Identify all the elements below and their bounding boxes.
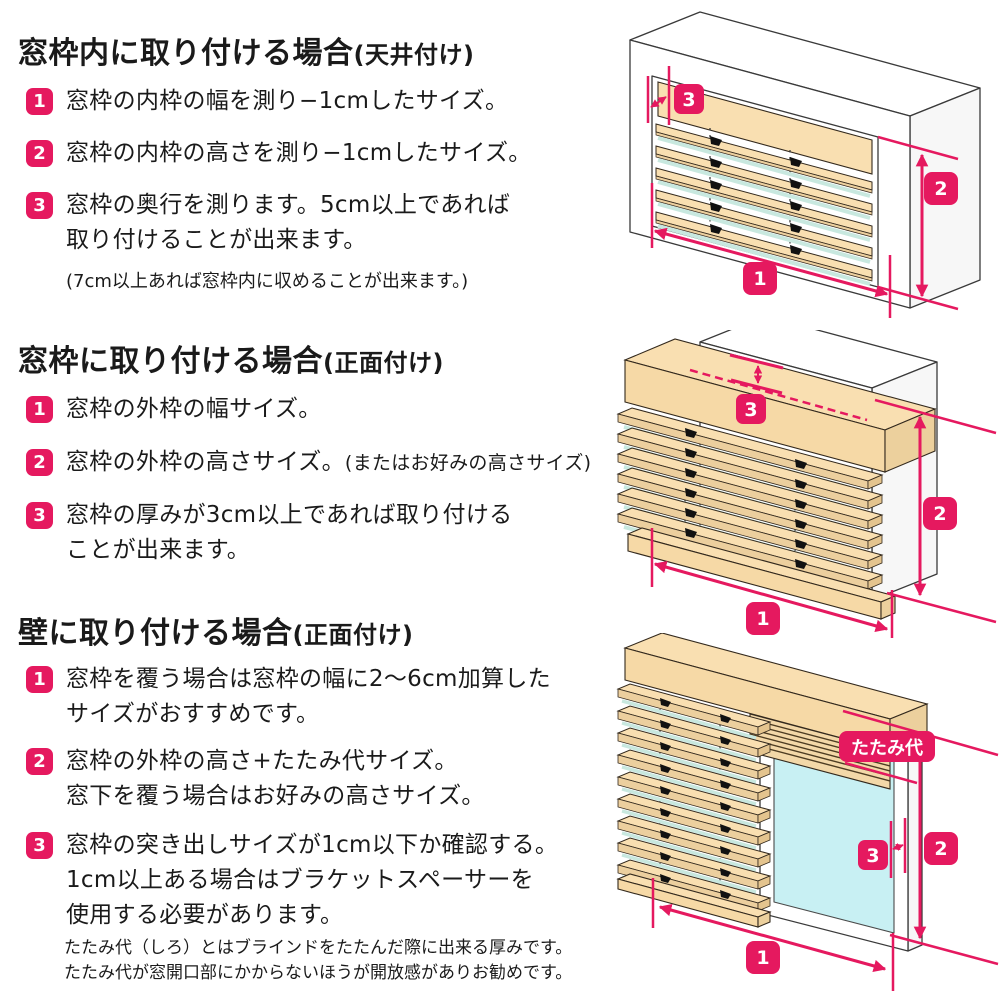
step-number-badge: 3 xyxy=(26,192,53,219)
width-label: 1 xyxy=(756,947,769,969)
step-text: 窓枠の外枠の幅サイズ。 xyxy=(66,396,322,422)
list-item: 1 窓枠を覆う場合は窓枠の幅に2〜6cm加算した サイズがおすすめです。 xyxy=(26,662,551,732)
diagram-wall-mount: たたみ代 3 2 1 xyxy=(616,633,999,991)
list-item: 3 窓枠の突き出しサイズが1cm以下か確認する。 1cm以上ある場合はブラケット… xyxy=(26,828,558,933)
measurement-marks xyxy=(650,353,997,638)
list-item: 2 窓枠の外枠の高さサイズ。(またはお好みの高さサイズ) xyxy=(26,445,591,481)
thickness-label: 3 xyxy=(744,399,757,421)
step-text: サイズがおすすめです。 xyxy=(66,701,320,727)
section-title-inside-mount: 窓枠内に取り付ける場合(天井付け) xyxy=(18,28,474,72)
step-text: 窓下を覆う場合はお好みの高さサイズ。 xyxy=(66,783,485,809)
list-item: 3 窓枠の奥行を測ります。5cm以上であれば 取り付けることが出来ます。 (7c… xyxy=(26,188,510,299)
step-number-badge: 2 xyxy=(26,449,53,476)
height-label: 2 xyxy=(934,178,947,200)
step-number-badge: 1 xyxy=(26,88,53,115)
step-text: 取り付けることが出来ます。 xyxy=(66,227,367,253)
depth-label: 3 xyxy=(682,89,695,111)
list-item: 1 窓枠の外枠の幅サイズ。 xyxy=(26,392,322,427)
section-title-paren: (正面付け) xyxy=(292,621,414,649)
footnote-line: たたみ代が窓開口部にかからないほうが開放感がありお勧めです。 xyxy=(64,963,573,983)
section-title-text: 窓枠に取り付ける場合 xyxy=(18,344,323,379)
section-title-text: 壁に取り付ける場合 xyxy=(18,616,293,651)
tatami-stack-label: たたみ代 xyxy=(851,738,923,759)
diagram-inside-mount: 3 1 2 xyxy=(629,11,981,318)
step-text: 窓枠の内枠の高さを測り−1cmしたサイズ。 xyxy=(66,140,532,166)
step-number-badge: 1 xyxy=(26,666,53,693)
height-label: 2 xyxy=(934,838,947,860)
step-number-badge: 3 xyxy=(26,502,53,529)
section-title-frame-mount: 窓枠に取り付ける場合(正面付け) xyxy=(18,336,444,380)
step-text: 窓枠の内枠の幅を測り−1cmしたサイズ。 xyxy=(66,88,509,114)
tatami-footnote: たたみ代（しろ）とはブラインドをたたんだ際に出来る厚みです。 たたみ代が窓開口部… xyxy=(64,936,572,986)
list-item: 3 窓枠の厚みが3cm以上であれば取り付ける ことが出来ます。 xyxy=(26,498,512,568)
section-title-wall-mount: 壁に取り付ける場合(正面付け) xyxy=(18,608,413,652)
step-note: (7cm以上あれば窓枠内に収めることが出来ます。) xyxy=(66,271,469,292)
step-text: 窓枠の厚みが3cm以上であれば取り付ける xyxy=(66,502,513,528)
section-title-paren: (天井付け) xyxy=(353,41,475,69)
step-number-badge: 3 xyxy=(26,832,53,859)
list-item: 1 窓枠の内枠の幅を測り−1cmしたサイズ。 xyxy=(26,84,508,119)
section-title-paren: (正面付け) xyxy=(323,349,444,377)
measurement-badges: 3 1 2 xyxy=(674,84,958,295)
step-text: 1cm以上ある場合はブラケットスペーサーを xyxy=(66,867,534,893)
step-text: 窓枠の突き出しサイズが1cm以下か確認する。 xyxy=(66,832,559,858)
step-inline-note: (またはお好みの高さサイズ) xyxy=(344,452,592,474)
list-item: 2 窓枠の外枠の高さ+たたみ代サイズ。 窓下を覆う場合はお好みの高さサイズ。 xyxy=(26,744,485,814)
step-number-badge: 2 xyxy=(26,140,53,167)
section-title-text: 窓枠内に取り付ける場合 xyxy=(18,36,354,71)
step-text: 窓枠の外枠の高さサイズ。(またはお好みの高さサイズ) xyxy=(66,449,592,475)
measurement-badges: たたみ代 3 2 1 xyxy=(746,731,958,974)
step-number-badge: 2 xyxy=(26,748,53,775)
step-text: 窓枠の外枠の高さ+たたみ代サイズ。 xyxy=(66,748,458,774)
step-text: 窓枠を覆う場合は窓枠の幅に2〜6cm加算した xyxy=(66,666,551,692)
step-text: ことが出来ます。 xyxy=(66,537,251,563)
width-label: 1 xyxy=(756,608,769,630)
height-label: 2 xyxy=(933,503,946,525)
list-item: 2 窓枠の内枠の高さを測り−1cmしたサイズ。 xyxy=(26,136,532,171)
step-number-badge: 1 xyxy=(26,396,53,423)
footnote-line: たたみ代（しろ）とはブラインドをたたんだ際に出来る厚みです。 xyxy=(64,938,573,958)
step-text: 使用する必要があります。 xyxy=(66,902,344,928)
width-label: 1 xyxy=(753,268,766,290)
measurement-badges: 3 1 2 xyxy=(736,394,957,635)
step-text: 窓枠の奥行を測ります。5cm以上であれば xyxy=(66,192,511,218)
protrusion-label: 3 xyxy=(866,845,879,867)
diagram-frame-mount: 3 1 2 xyxy=(616,330,997,638)
